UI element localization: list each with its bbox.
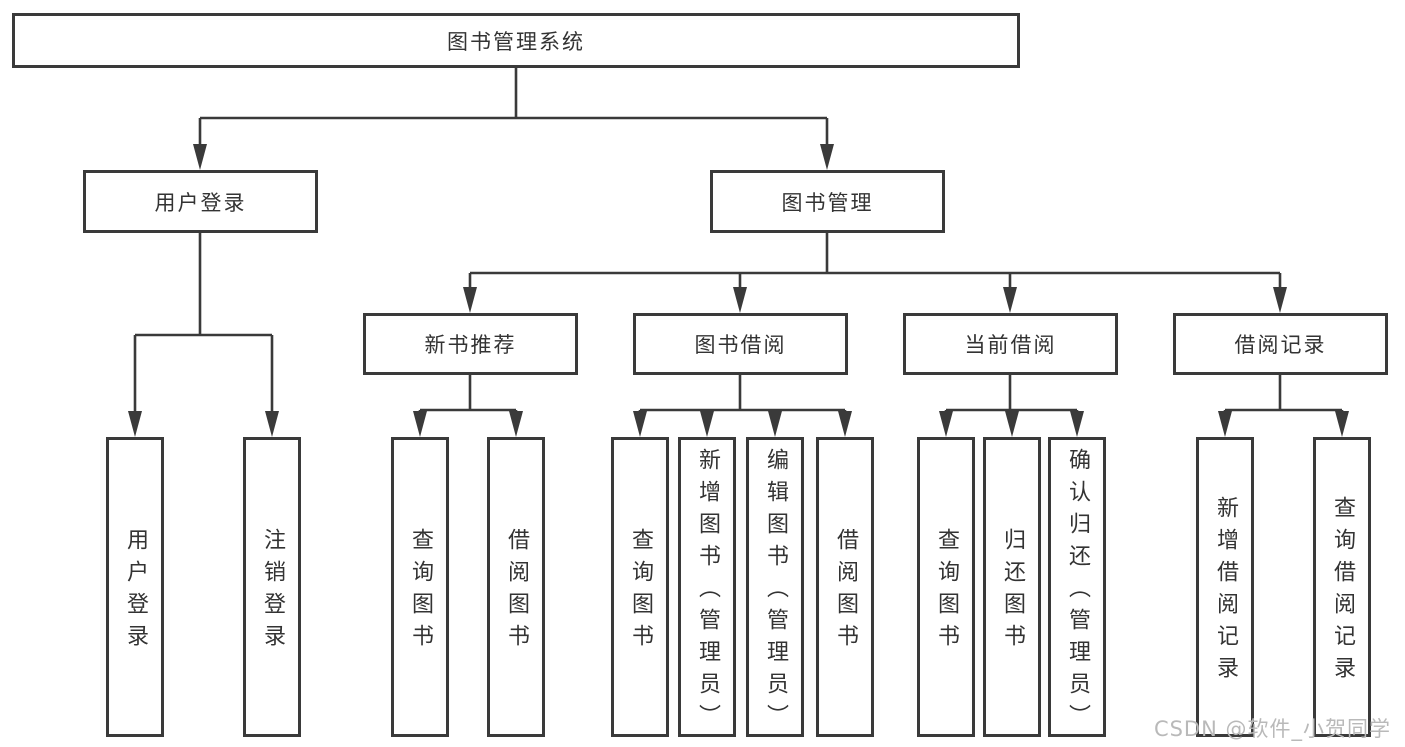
node-book-management: 图书管理 — [710, 170, 945, 233]
leaf-label: 查询图书 — [628, 528, 653, 656]
leaf-query-books: 查询图书 — [917, 437, 975, 737]
leaf-label: 借阅图书 — [833, 528, 858, 656]
connector-bookmgmt-to-level3 — [468, 233, 1282, 289]
leaf-user-login: 用户登录 — [106, 437, 164, 737]
leaf-query-books: 查询图书 — [611, 437, 669, 737]
arrowhead-icon — [838, 411, 852, 437]
leaf-edit-books-admin: 编辑图书（管理员） — [746, 437, 804, 737]
leaf-query-borrow-record: 查询借阅记录 — [1313, 437, 1371, 737]
arrowhead-icon — [509, 411, 523, 437]
watermark: CSDN @软件_小贺同学 — [1153, 717, 1391, 741]
node-book-borrowing: 图书借阅 — [633, 313, 848, 375]
leaf-label: 注销登录 — [260, 528, 285, 656]
node-user-login: 用户登录 — [83, 170, 318, 233]
node-label: 新书推荐 — [424, 333, 517, 357]
leaf-label: 归还图书 — [1000, 528, 1025, 656]
leaf-query-books: 查询图书 — [391, 437, 449, 737]
leaf-return-books: 归还图书 — [983, 437, 1041, 737]
leaf-label: 新增借阅记录 — [1213, 496, 1238, 688]
connector-current-to-leaves — [944, 375, 1079, 413]
arrowhead-icon — [1273, 287, 1287, 313]
leaf-label: 查询图书 — [934, 528, 959, 656]
node-label: 借阅记录 — [1234, 333, 1327, 357]
connector-record-to-leaves — [1223, 375, 1344, 413]
node-label: 用户登录 — [154, 190, 247, 215]
leaf-confirm-return-admin: 确认归还（管理员） — [1048, 437, 1106, 737]
connector-root-to-level2 — [198, 68, 829, 146]
leaf-borrow-books: 借阅图书 — [487, 437, 545, 737]
arrowhead-icon — [820, 144, 834, 170]
node-label: 图书借阅 — [694, 333, 787, 357]
leaf-label: 查询借阅记录 — [1330, 496, 1355, 688]
leaf-label: 新增图书（管理员） — [695, 448, 720, 736]
arrowhead-icon — [700, 411, 714, 437]
node-label: 图书管理 — [781, 190, 874, 215]
leaf-borrow-books: 借阅图书 — [816, 437, 874, 737]
arrowhead-icon — [768, 411, 782, 437]
leaf-label: 借阅图书 — [504, 528, 529, 656]
arrowhead-icon — [265, 411, 279, 437]
arrowhead-icon — [733, 287, 747, 313]
leaf-label: 用户登录 — [123, 528, 148, 656]
arrowhead-icon — [1070, 411, 1084, 437]
arrowhead-icon — [413, 411, 427, 437]
leaf-label: 查询图书 — [408, 528, 433, 656]
arrowhead-icon — [633, 411, 647, 437]
node-current-borrowing: 当前借阅 — [903, 313, 1118, 375]
node-library-management-system: 图书管理系统 — [12, 13, 1020, 68]
node-borrowing-record: 借阅记录 — [1173, 313, 1388, 375]
arrowhead-icon — [463, 287, 477, 313]
connector-userlogin-to-leaves — [133, 233, 274, 413]
node-label: 当前借阅 — [964, 333, 1057, 357]
arrowhead-icon — [1335, 411, 1349, 437]
node-label: 图书管理系统 — [447, 29, 585, 54]
arrowhead-icon — [1003, 287, 1017, 313]
leaf-logout: 注销登录 — [243, 437, 301, 737]
leaf-add-books-admin: 新增图书（管理员） — [678, 437, 736, 737]
leaf-label: 编辑图书（管理员） — [763, 448, 788, 736]
arrowhead-icon — [939, 411, 953, 437]
arrowhead-icon — [1005, 411, 1019, 437]
node-new-book-recommend: 新书推荐 — [363, 313, 578, 375]
arrowhead-icon — [128, 411, 142, 437]
arrowhead-icon — [193, 144, 207, 170]
arrowhead-icon — [1218, 411, 1232, 437]
connector-borrow-to-leaves — [638, 375, 847, 413]
connector-newbook-to-leaves — [418, 375, 518, 413]
leaf-label: 确认归还（管理员） — [1065, 448, 1090, 736]
leaf-add-borrow-record: 新增借阅记录 — [1196, 437, 1254, 737]
